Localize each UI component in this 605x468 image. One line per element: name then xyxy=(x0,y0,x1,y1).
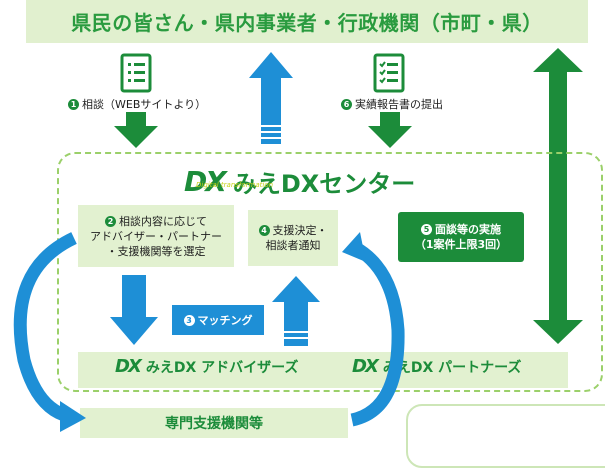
step3-number: 3 xyxy=(183,314,195,326)
network-bar xyxy=(78,352,568,388)
step2-line1-row: 2 相談内容に応じて xyxy=(105,214,207,229)
header-banner: 県民の皆さん・県内事業者・行政機関（市町・県） xyxy=(26,0,588,43)
arrow-up-icon xyxy=(272,276,320,346)
dx-logo: DX xyxy=(115,356,142,377)
arrow-head-icon xyxy=(342,232,366,262)
partners-group: DX みえDX パートナーズ xyxy=(352,356,521,377)
step3-text: マッチング xyxy=(197,314,253,327)
arrow-head-icon xyxy=(60,401,86,432)
step4-line1-row: 4 支援決定・ xyxy=(258,223,328,238)
step6-label: 6 実績報告書の提出 xyxy=(341,96,443,112)
partial-box xyxy=(406,404,605,468)
advisors-label: みえDX アドバイザーズ xyxy=(145,359,299,376)
advisors-group: DX みえDX アドバイザーズ xyxy=(115,356,298,377)
step2-line3: ・支援機関等を選定 xyxy=(106,244,206,258)
step2-line2: アドバイザー・パートナー xyxy=(90,229,222,243)
step6-number: 6 xyxy=(341,98,352,110)
arrow-down-icon xyxy=(114,112,158,148)
step5-line2: （1案件上限3回） xyxy=(414,238,508,251)
step1-number: 1 xyxy=(68,98,79,110)
step4-line2: 相談者通知 xyxy=(265,239,321,252)
double-arrow-icon xyxy=(533,48,583,344)
dx-logo: DX xyxy=(352,356,379,377)
step2-line1: 相談内容に応じて xyxy=(119,214,207,228)
step6-text: 実績報告書の提出 xyxy=(355,98,443,111)
document-list-icon xyxy=(120,53,152,93)
step2-box: 2 相談内容に応じて アドバイザー・パートナー ・支援機関等を選定 xyxy=(78,205,234,267)
curved-arrows xyxy=(13,232,405,432)
agencies-label: 専門支援機関等 xyxy=(165,416,263,432)
step5-box: 5 面談等の実施 （1案件上限3回） xyxy=(398,212,524,262)
center-title-row: DX Digital transformation みえDXセンター xyxy=(184,162,484,200)
step5-number: 5 xyxy=(421,224,432,235)
header-title: 県民の皆さん・県内事業者・行政機関（市町・県） xyxy=(71,11,543,35)
arrow-down-icon xyxy=(368,112,412,148)
step1-label: 1 相談（WEBサイトより） xyxy=(68,96,206,112)
step2-number: 2 xyxy=(105,215,116,227)
handwriting-text: Digital transformation xyxy=(196,180,274,189)
center-boundary xyxy=(57,152,603,392)
step5-line1: 面談等の実施 xyxy=(435,223,501,236)
partners-label: みえDX パートナーズ xyxy=(382,359,522,376)
agencies-bar: 専門支援機関等 xyxy=(80,408,348,438)
dx-logo: DX Digital transformation xyxy=(184,164,274,198)
center-title: みえDXセンター xyxy=(232,169,416,198)
arrow-up-icon xyxy=(249,52,293,144)
step4-line1: 支援決定・ xyxy=(272,224,328,237)
document-checklist-icon xyxy=(373,53,405,93)
step4-box: 4 支援決定・ 相談者通知 xyxy=(248,210,338,266)
arrow-down-icon xyxy=(110,275,158,345)
step1-text: 相談（WEBサイトより） xyxy=(82,98,207,111)
step4-number: 4 xyxy=(258,225,270,236)
step3-box: 3 マッチング xyxy=(172,305,264,335)
step5-line1-row: 5 面談等の実施 xyxy=(421,222,501,237)
